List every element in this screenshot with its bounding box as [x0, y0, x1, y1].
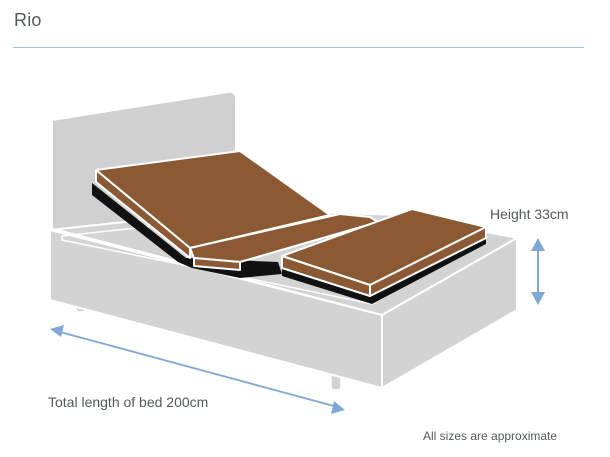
height-arrow-icon: [531, 238, 545, 305]
length-arrow-icon: [50, 325, 345, 414]
approximation-note: All sizes are approximate: [423, 429, 558, 443]
product-title: Rio: [14, 10, 42, 30]
mattress-right: [281, 208, 487, 304]
title-divider: [13, 47, 584, 48]
length-label: Total length of bed 200cm: [48, 394, 209, 410]
height-label: Height 33cm: [490, 206, 569, 222]
